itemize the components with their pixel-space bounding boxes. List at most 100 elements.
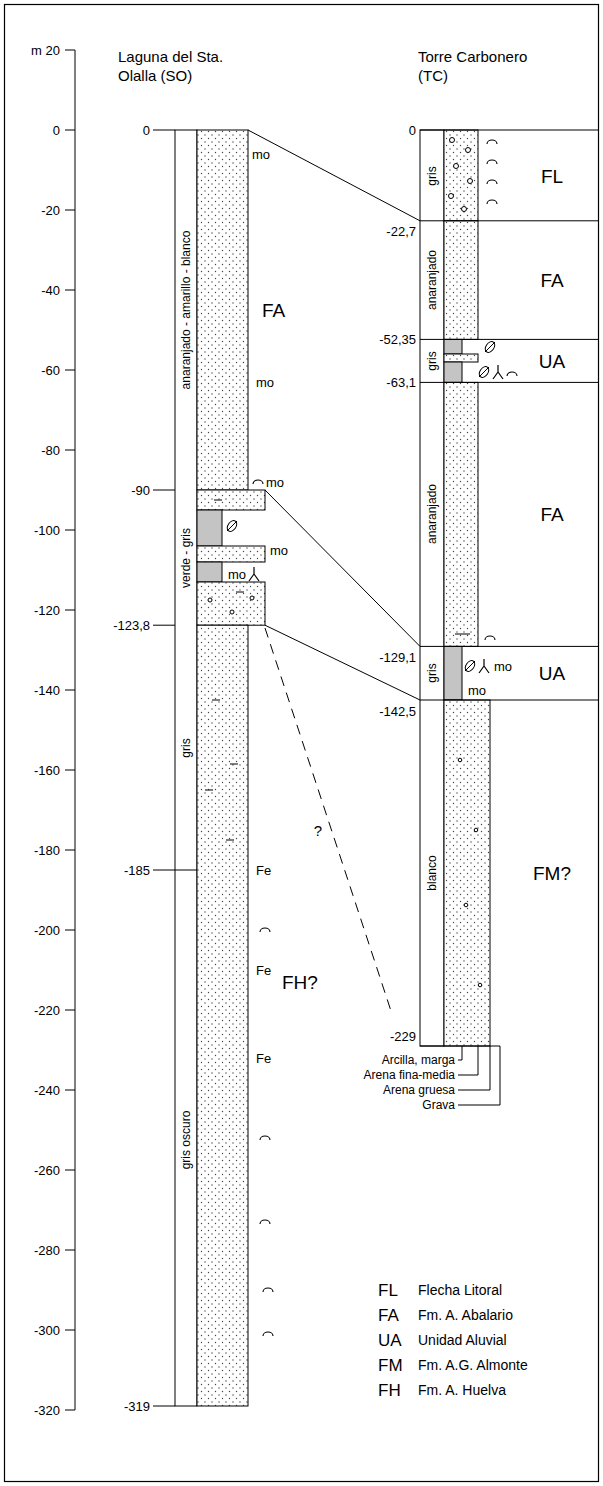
axis-label: -40	[41, 284, 60, 297]
drawing-path	[479, 659, 489, 673]
drawing-line	[65, 530, 75, 531]
drawing-line	[65, 1090, 75, 1091]
legend-text: Unidad Aluvial	[418, 1333, 507, 1347]
frame	[5, 5, 599, 1482]
annotation: mo	[252, 148, 270, 161]
color-label: verde - gris	[180, 528, 192, 588]
drawing-circle	[208, 598, 212, 602]
drawing-line	[265, 625, 420, 700]
drawing-line	[479, 367, 489, 377]
depth-label: -90	[131, 484, 150, 497]
drawing-path	[487, 200, 497, 204]
drawing-path	[249, 567, 259, 581]
annotation: mo	[494, 660, 512, 673]
grain-size-label: Grava	[422, 1099, 455, 1111]
axis-label: -20	[41, 204, 60, 217]
axis-label: m 20	[31, 44, 60, 57]
drawing-circle	[462, 207, 467, 212]
drawing-circle	[454, 164, 459, 169]
drawing-line	[420, 130, 598, 131]
drawing-path	[458, 1046, 478, 1075]
root-symbols	[249, 365, 503, 673]
unit-label: UA	[539, 352, 565, 371]
drawing-rect	[197, 130, 248, 490]
drawing-line	[65, 930, 75, 931]
column-title: Laguna del Sta. Olalla (SO)	[118, 48, 243, 86]
grain-size-label: Arena gruesa	[383, 1084, 455, 1096]
drawing-circle	[449, 194, 454, 199]
legend-text: Fm. A.G. Almonte	[418, 1358, 528, 1372]
drawing-path	[507, 372, 517, 376]
drawing-line	[455, 634, 470, 635]
drawing-line	[65, 1410, 75, 1411]
shell-symbols	[253, 140, 517, 1336]
drawing-rect	[197, 562, 222, 582]
drawing-path	[253, 480, 263, 484]
drawing-path	[487, 180, 497, 184]
drawing-line	[65, 210, 75, 211]
annotation: mo	[228, 568, 246, 581]
drawing-line	[153, 130, 175, 131]
drawing-path	[263, 1288, 273, 1292]
legend-text: Fm. A. Abalario	[418, 1308, 513, 1322]
depth-label: -63,1	[386, 376, 416, 389]
drawing-line	[227, 521, 237, 531]
depth-axis	[65, 50, 75, 1410]
drawing-line	[65, 50, 75, 51]
drawing-line	[153, 625, 175, 626]
drawing-rect	[197, 546, 265, 562]
drawing-path	[260, 1136, 270, 1140]
correlation-lines	[248, 130, 420, 1014]
drawing-line	[485, 342, 495, 352]
unit-label: FL	[541, 167, 563, 186]
unit-label: FA	[540, 271, 563, 290]
axis-label: -120	[34, 604, 60, 617]
annotation: Fe	[256, 1052, 271, 1065]
unit-label: FH?	[282, 973, 318, 992]
annotation: Fe	[256, 964, 271, 977]
drawing-line	[214, 500, 222, 501]
axis-label: -140	[34, 684, 60, 697]
drawing-path	[458, 1046, 500, 1105]
drawing-line	[65, 690, 75, 691]
drawing-rect	[420, 130, 444, 1046]
drawing-rect	[444, 221, 478, 340]
legend-code: FL	[378, 1282, 398, 1299]
depth-label: -319	[124, 1400, 150, 1413]
drawing-line	[65, 450, 75, 451]
depth-label: -22,7	[386, 225, 416, 238]
legend-text: Flecha Litoral	[418, 1283, 502, 1297]
drawing-circle	[468, 179, 473, 184]
drawing-line	[420, 382, 598, 383]
axis-label: -300	[34, 1324, 60, 1337]
depth-label: -129,1	[379, 651, 416, 664]
drawing-line	[230, 764, 238, 765]
axis-label: -260	[34, 1164, 60, 1177]
color-label: blanco	[426, 855, 438, 890]
drawing-line	[236, 592, 244, 593]
axis-label: -80	[41, 444, 60, 457]
drawing-line	[420, 220, 598, 221]
depth-label: -123,8	[113, 619, 150, 632]
depth-label: -185	[124, 864, 150, 877]
depth-label: -52,35	[379, 333, 416, 346]
drawing-circle	[458, 758, 462, 762]
drawing-rect	[444, 354, 478, 362]
legend-code: FM	[378, 1357, 403, 1374]
color-label: anaranjado	[426, 250, 438, 310]
drawing-ellipse	[463, 659, 476, 673]
drawing-rect	[444, 130, 478, 221]
drawing-line	[153, 1406, 175, 1407]
drawing-rect	[197, 510, 222, 546]
drawing-line	[420, 700, 598, 701]
grain-size-label: Arena fina-media	[364, 1069, 455, 1081]
drawing-circle	[474, 828, 478, 832]
annotation: mo	[266, 476, 284, 489]
drawing-line	[465, 661, 475, 671]
drawing-line	[153, 870, 197, 871]
axis-label: -160	[34, 764, 60, 777]
drawing-line	[420, 339, 598, 340]
axis-label: -280	[34, 1244, 60, 1257]
